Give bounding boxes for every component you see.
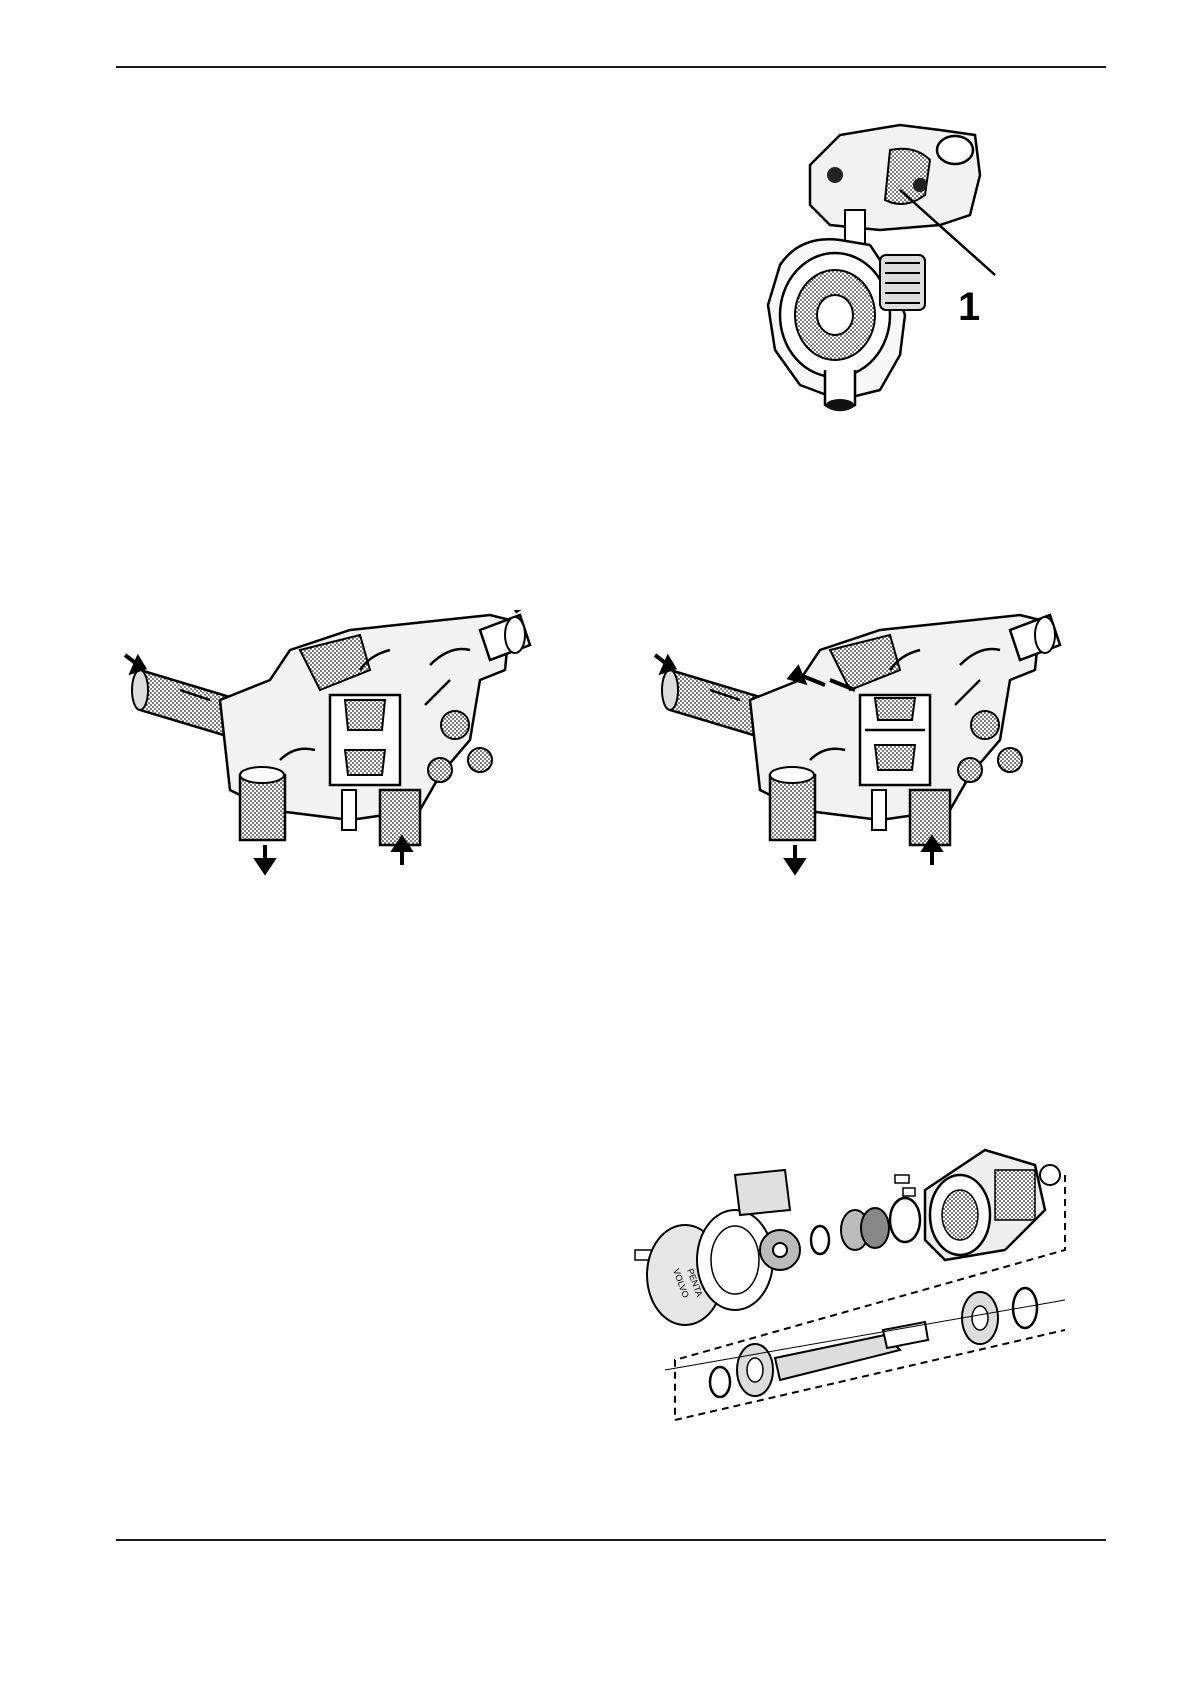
figure-seawater-pump-exploded: VOLVO PENTA (625, 1130, 1085, 1425)
figure-pump-housing: 1 (740, 115, 1040, 440)
figure-thermostat-open (650, 610, 1090, 910)
callout-number: 1 (958, 287, 980, 327)
header-rule (116, 66, 1106, 68)
figure-thermostat-closed (120, 610, 560, 910)
footer-rule (116, 1539, 1106, 1541)
